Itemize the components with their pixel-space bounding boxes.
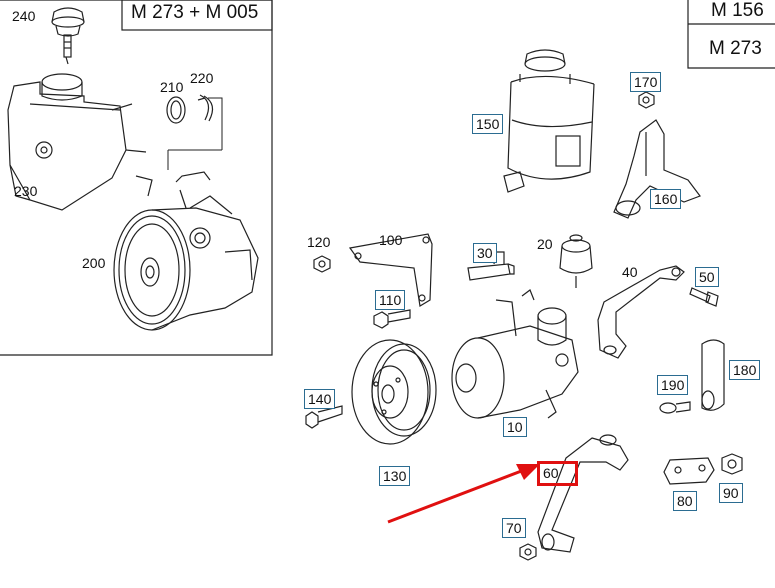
reservoir-part-150 [503,49,595,193]
part-label-20[interactable]: 20 [537,236,553,252]
part-label-170[interactable]: 170 [630,72,662,92]
nut-part-120 [313,255,331,273]
plate-part-80 [663,457,715,485]
variant-label-inset: M 273 + M 005 [131,2,259,23]
part-label-180[interactable]: 180 [729,360,761,380]
power-steering-pump-part-10 [451,289,579,419]
part-label-160[interactable]: 160 [650,189,682,209]
bolt-part-190 [659,401,691,414]
bracket-part-100 [348,233,433,307]
part-label-100[interactable]: 100 [379,232,403,248]
part-label-200[interactable]: 200 [82,255,106,271]
part-label-240[interactable]: 240 [12,8,36,24]
variant-label-top-right-1: M 156 [711,0,764,21]
reservoir-cap-part-240 [51,7,85,65]
damper-part-180 [701,339,725,411]
bracket-part-60 [537,434,629,553]
variant-label-top-right-2: M 273 [709,38,762,59]
reservoir-part-230 [7,73,147,211]
bolt-part-50 [689,287,719,307]
pulley-part-130 [351,339,437,445]
part-label-90[interactable]: 90 [719,483,743,503]
clip-part-220 [197,94,214,122]
bolt-part-140 [305,405,343,429]
seal-ring-part-210 [166,96,186,124]
part-label-190[interactable]: 190 [657,375,689,395]
bolt-part-110 [373,309,411,329]
part-label-230[interactable]: 230 [14,183,38,199]
part-label-10[interactable]: 10 [503,417,527,437]
part-label-70[interactable]: 70 [502,518,526,538]
part-label-60-highlighted[interactable]: 60 [543,465,559,481]
part-label-130[interactable]: 130 [379,466,411,486]
part-label-50[interactable]: 50 [695,267,719,287]
highlight-box [537,461,578,486]
part-label-30[interactable]: 30 [473,243,497,263]
red-arrow-pointer [387,464,540,524]
inset-group [0,0,273,356]
nut-part-170 [638,91,655,109]
nut-part-90 [721,453,743,475]
nut-part-70 [519,543,537,561]
part-label-220[interactable]: 220 [190,70,214,86]
power-steering-pump-part-200 [113,171,259,331]
part-label-210[interactable]: 210 [160,79,184,95]
part-label-40[interactable]: 40 [622,264,638,280]
part-label-140[interactable]: 140 [304,389,336,409]
part-label-110[interactable]: 110 [375,290,406,310]
part-label-150[interactable]: 150 [472,114,504,134]
part-label-80[interactable]: 80 [673,491,697,511]
bracket-part-40 [597,265,685,359]
part-label-120[interactable]: 120 [307,234,331,250]
valve-part-20 [559,234,593,288]
